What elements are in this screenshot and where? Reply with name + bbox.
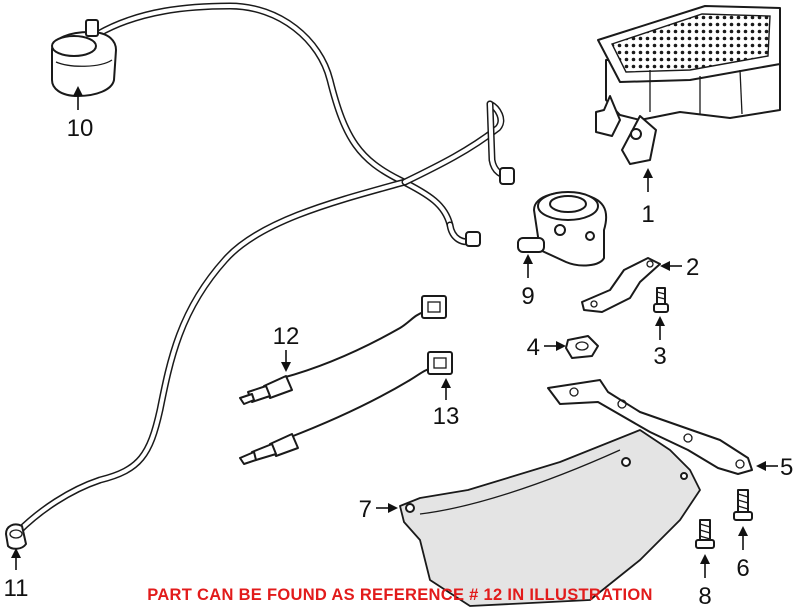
callout-9: 9 <box>521 283 534 310</box>
callout-6: 6 <box>736 555 749 582</box>
callout-labels: 1 2 3 4 5 6 7 8 9 10 11 12 13 <box>4 115 794 610</box>
part-9-leak-detection-pump[interactable] <box>517 191 608 267</box>
callout-7: 7 <box>359 496 372 523</box>
callout-2: 2 <box>686 254 699 281</box>
part-6-screw[interactable] <box>733 489 753 521</box>
callout-8: 8 <box>698 583 711 610</box>
callout-5: 5 <box>780 454 793 481</box>
reference-notice: PART CAN BE FOUND AS REFERENCE # 12 IN I… <box>147 586 653 604</box>
callout-13: 13 <box>433 403 460 430</box>
part-13-oxygen-sensor[interactable] <box>239 351 453 465</box>
part-10-filter[interactable] <box>51 19 117 97</box>
part-11-hose-connector[interactable] <box>5 523 27 550</box>
part-2-bracket[interactable] <box>581 257 661 313</box>
callout-11: 11 <box>4 575 29 602</box>
part-5-mounting-bracket[interactable] <box>547 379 753 475</box>
part-12-oxygen-sensor[interactable] <box>239 295 447 405</box>
callout-1: 1 <box>641 201 654 228</box>
part-3-bolt[interactable] <box>653 287 669 313</box>
callout-3: 3 <box>653 343 666 370</box>
callout-12: 12 <box>273 323 300 350</box>
part-4-nut[interactable] <box>565 335 599 359</box>
part-1-charcoal-canister[interactable] <box>595 5 781 165</box>
callout-leaders <box>11 86 778 578</box>
callout-4: 4 <box>527 334 540 361</box>
part-8-screw[interactable] <box>695 519 715 549</box>
vapor-line <box>14 2 515 536</box>
part-7-heat-shield[interactable] <box>399 429 701 607</box>
callout-10: 10 <box>67 115 94 142</box>
